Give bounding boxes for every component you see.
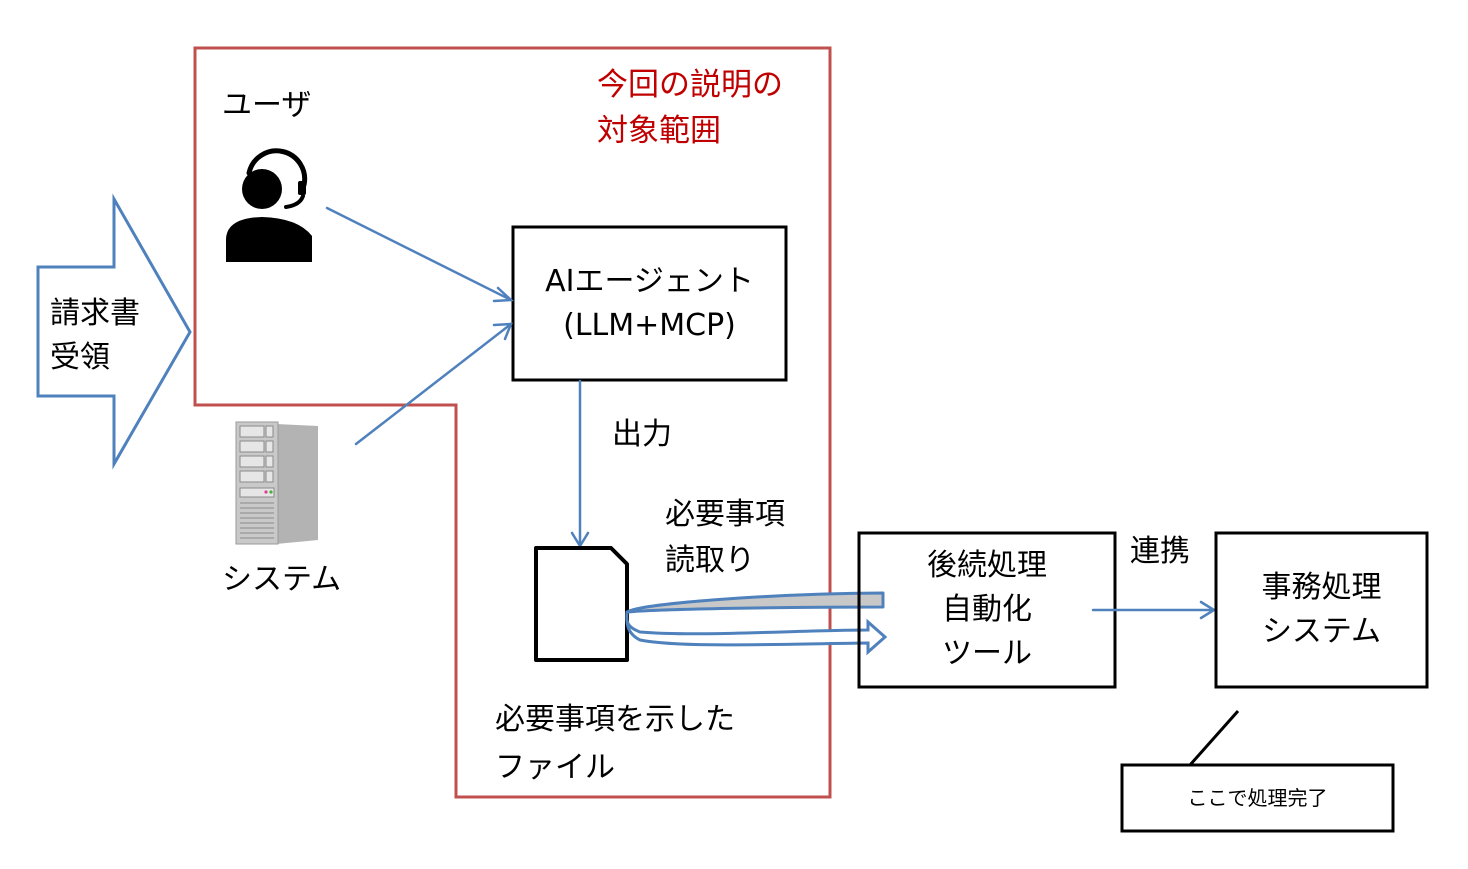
file-caption-line: 必要事項を示した [495,702,735,737]
user-to-agent-connector [325,206,515,303]
input-arrow-line: 受領 [50,340,110,375]
read-label-line: 読取り [665,543,755,578]
office-system-box [1214,531,1429,689]
user-label: ユーザ [222,88,312,123]
input-arrow-label: 請求書 受領 [50,292,140,380]
automation-tool-line: 自動化 [942,592,1032,627]
scope-outline [193,46,832,799]
ai-agent-line: AIエージェント [545,263,754,299]
input-arrow-line: 請求書 [50,296,140,331]
input-block-arrow [36,193,192,470]
link-connector [1091,600,1217,620]
scope-title: 今回の説明の 対象範囲 [597,62,783,154]
system-label: システム [222,562,342,597]
office-system-line: 事務処理 [1261,570,1382,605]
callout-text-line: ここで処理完了 [1187,786,1328,810]
link-label: 連携 [1130,534,1190,569]
headset-user-icon [226,148,312,262]
callout-leader-line [1188,710,1240,766]
system-to-agent-connector [354,322,513,446]
agent-output-connector [570,379,590,549]
output-label: 出力 [612,417,672,452]
document-icon [534,546,629,662]
office-system-label: 事務処理 システム [1216,533,1427,687]
ai-agent-label: AIエージェント (LLM+MCP) [513,227,786,380]
read-curved-arrow [625,591,888,656]
scope-title-line: 対象範囲 [597,113,721,149]
file-caption: 必要事項を示した ファイル [495,696,735,792]
file-caption-line: ファイル [495,750,615,785]
office-system-line: システム [1261,614,1382,649]
automation-tool-line: 後続処理 [927,548,1047,583]
ai-agent-line: (LLM+MCP) [563,307,736,343]
automation-tool-line: ツール [942,636,1032,671]
read-label: 必要事項 読取り [665,492,785,584]
callout-text: ここで処理完了 [1122,765,1393,831]
automation-tool-label: 後続処理 自動化 ツール [859,533,1115,687]
scope-title-line: 今回の説明の [597,67,783,103]
server-icon [235,421,318,545]
callout-box [1120,763,1395,833]
ai-agent-box [511,225,788,382]
read-label-line: 必要事項 [665,497,785,532]
